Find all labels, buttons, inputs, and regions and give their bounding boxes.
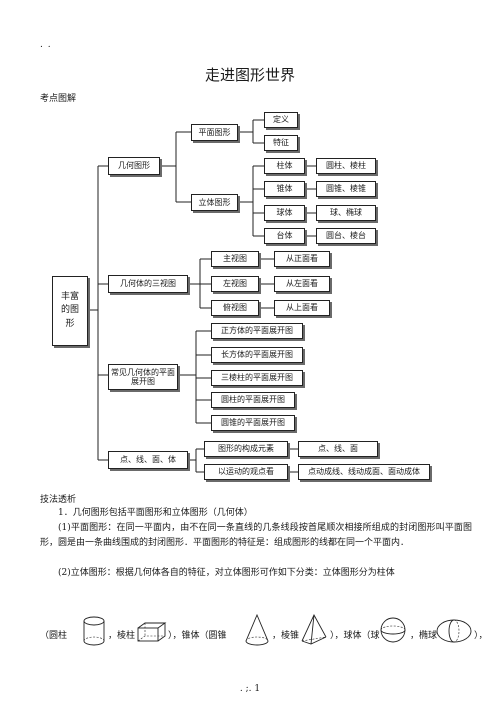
left-view-desc-box: 从左面看 — [274, 276, 330, 292]
top-view-desc-box: 从上面看 — [274, 300, 330, 316]
solids-text-1: （圆柱 — [40, 631, 68, 641]
three-views-box: 几何体的三视图 — [108, 275, 188, 293]
solid-examples-row: （圆柱 ，棱柱 ），锥体（圆锥 ，棱锥 — [40, 611, 488, 651]
solids-text-7: ）， — [474, 631, 488, 641]
front-view-desc-box: 从正面看 — [274, 251, 330, 267]
sphere-box: 球体 — [264, 205, 305, 221]
cube-net-box: 正方体的平面展开图 — [211, 323, 303, 339]
left-view-box: 左视图 — [211, 276, 259, 292]
definition-box: 定义 — [264, 112, 298, 128]
motion-desc-box: 点动成线、线动成面、面动成体 — [298, 464, 430, 480]
frustum-examples-box: 圆台、棱台 — [316, 228, 376, 244]
plane-figure-box: 平面图形 — [191, 124, 238, 141]
solids-text-4: ，棱锥 — [272, 631, 300, 641]
nets-box: 常见几何体的平面展开图 — [108, 364, 178, 390]
cone-box: 锥体 — [264, 181, 305, 197]
motion-box: 以运动的观点看 — [204, 464, 288, 480]
front-view-box: 主视图 — [211, 251, 259, 267]
elements-desc-box: 点、线、面 — [298, 441, 378, 457]
cuboid-net-box: 长方体的平面展开图 — [211, 347, 303, 363]
solids-text-5: ），球体（球 — [330, 631, 380, 641]
solids-text-3: ），锥体（圆锥 — [168, 631, 227, 641]
paragraph-2: (1)平面图形：在同一平面内，由不在同一条直线的几条线段按首尾顺次相接所组成的封… — [40, 523, 472, 548]
feature-box: 特征 — [264, 135, 298, 151]
solids-text-6: ，椭球 — [410, 631, 438, 641]
header-dots: . . — [40, 40, 52, 50]
prism-box: 柱体 — [264, 158, 305, 174]
cylinder-net-box: 圆柱的平面展开图 — [211, 392, 295, 408]
top-view-box: 俯视图 — [211, 300, 259, 316]
triangular-prism-net-box: 三棱柱的平面展开图 — [211, 370, 303, 386]
cone-icon — [245, 613, 269, 646]
technique-heading: 技法透析 — [40, 495, 77, 505]
sphere-icon — [380, 617, 406, 643]
sphere-examples-box: 球、椭球 — [316, 205, 376, 221]
point-line-plane-solid-box: 点、线、面、体 — [108, 451, 188, 469]
prism-examples-box: 圆柱、棱柱 — [316, 158, 376, 174]
prism-icon — [137, 622, 167, 642]
paragraph-3: (2)立体图形：根据几何体各自的特征，对立体图形可作如下分类：立体图形分为柱体 — [58, 568, 395, 578]
elements-box: 图形的构成元素 — [204, 441, 288, 457]
geometry-box: 几何图形 — [108, 157, 160, 175]
page-footer: . ;. 1 — [239, 684, 261, 694]
root-box: 丰富的图形 — [52, 276, 88, 346]
cylinder-icon — [83, 616, 105, 646]
section-label: 考点图解 — [40, 94, 77, 104]
cone-examples-box: 圆锥、棱锥 — [316, 181, 376, 197]
ellipsoid-icon — [436, 619, 472, 643]
frustum-box: 台体 — [264, 228, 305, 244]
page-title: 走进图形世界 — [204, 66, 295, 84]
solids-text-2: ，棱柱 — [108, 631, 136, 641]
solid-figure-box: 立体图形 — [191, 194, 238, 211]
cone-net-box: 圆锥的平面展开图 — [211, 415, 295, 431]
paragraph-1: 1．几何图形包括平面图形和立体图形（几何体） — [58, 508, 253, 518]
pyramid-icon — [301, 613, 327, 645]
